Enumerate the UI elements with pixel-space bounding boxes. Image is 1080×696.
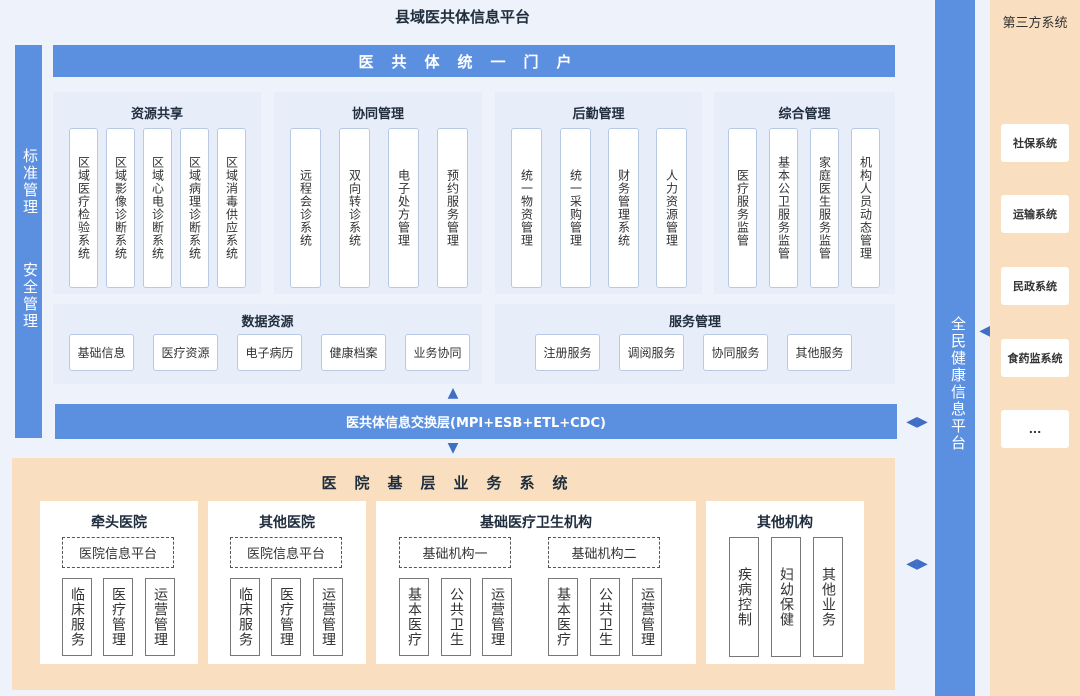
- third-party-card[interactable]: 社保系统: [1001, 124, 1069, 162]
- system-card[interactable]: 远程会诊系统: [290, 128, 321, 288]
- lead-hospital-title: 牵头医院: [91, 515, 147, 531]
- other-org-title: 其他机构: [757, 515, 813, 531]
- service-card[interactable]: 注册服务: [535, 334, 600, 371]
- third-party-card[interactable]: 民政系统: [1001, 267, 1069, 305]
- business-card[interactable]: 运营管理: [145, 578, 175, 656]
- business-card[interactable]: 公共卫生: [441, 578, 471, 656]
- third-party-title: 第三方系统: [1002, 16, 1068, 31]
- business-card[interactable]: 临床服务: [62, 578, 92, 656]
- other-hospital-title: 其他医院: [259, 515, 315, 531]
- service-card[interactable]: 调阅服务: [619, 334, 684, 371]
- system-card[interactable]: 统一物资管理: [511, 128, 542, 288]
- system-card[interactable]: 人力资源管理: [656, 128, 687, 288]
- exchange-layer-bar: 医共体信息交换层(MPI+ESB+ETL+CDC): [55, 404, 897, 439]
- business-card[interactable]: 公共卫生: [590, 578, 620, 656]
- business-card[interactable]: 疾病控制: [729, 537, 759, 657]
- service-card[interactable]: 其他服务: [787, 334, 852, 371]
- system-card[interactable]: 电子处方管理: [388, 128, 419, 288]
- security-management-label: 安全管理: [21, 262, 39, 330]
- national-health-platform-bar: [935, 0, 975, 696]
- logistics-management-title: 后勤管理: [572, 107, 625, 122]
- business-card[interactable]: 医疗管理: [103, 578, 133, 656]
- system-card[interactable]: 预约服务管理: [437, 128, 468, 288]
- system-card[interactable]: 区域心电诊断系统: [143, 128, 172, 288]
- business-card[interactable]: 临床服务: [230, 578, 260, 656]
- hospital-layer-title: 医院基层业务系统: [321, 474, 586, 492]
- third-party-card[interactable]: 食药监系统: [1001, 339, 1069, 377]
- business-card[interactable]: 其他业务: [813, 537, 843, 657]
- business-card[interactable]: 运营管理: [482, 578, 512, 656]
- service-card[interactable]: 协同服务: [703, 334, 768, 371]
- system-card[interactable]: 区域医疗检验系统: [69, 128, 98, 288]
- data-card[interactable]: 基础信息: [69, 334, 134, 371]
- left-side-bar: [15, 45, 42, 438]
- business-card[interactable]: 基本医疗: [399, 578, 429, 656]
- third-party-card[interactable]: 运输系统: [1001, 195, 1069, 233]
- national-health-platform-label: 全民健康信息平台: [949, 316, 967, 452]
- system-card[interactable]: 基本公卫服务监管: [769, 128, 798, 288]
- bidirectional-arrow-icon: ◀▶: [906, 556, 928, 572]
- platform-title: 县域医共体信息平台: [394, 8, 530, 26]
- business-card[interactable]: 运营管理: [313, 578, 343, 656]
- data-resource-title: 数据资源: [241, 315, 294, 330]
- hospital-info-platform[interactable]: 医院信息平台: [230, 537, 342, 568]
- business-card[interactable]: 基本医疗: [548, 578, 578, 656]
- system-card[interactable]: 财务管理系统: [608, 128, 639, 288]
- up-arrow-icon: ▲: [447, 385, 459, 401]
- resource-share-title: 资源共享: [130, 107, 183, 122]
- system-card[interactable]: 区域病理诊断系统: [180, 128, 209, 288]
- data-card[interactable]: 电子病历: [237, 334, 302, 371]
- data-card[interactable]: 医疗资源: [153, 334, 218, 371]
- business-card[interactable]: 运营管理: [632, 578, 662, 656]
- system-card[interactable]: 家庭医生服务监管: [810, 128, 839, 288]
- basic-medical-title: 基础医疗卫生机构: [480, 515, 592, 531]
- data-card[interactable]: 业务协同: [405, 334, 470, 371]
- hospital-info-platform[interactable]: 医院信息平台: [62, 537, 174, 568]
- down-arrow-icon: ▼: [447, 440, 459, 456]
- bidirectional-arrow-icon: ◀▶: [906, 414, 928, 430]
- standard-management-label: 标准管理: [21, 148, 39, 216]
- system-card[interactable]: 统一采购管理: [560, 128, 591, 288]
- portal-bar: 医共体统一门户: [53, 45, 895, 77]
- collab-management-title: 协同管理: [351, 107, 404, 122]
- basic-org-two[interactable]: 基础机构二: [548, 537, 660, 568]
- business-card[interactable]: 妇幼保健: [771, 537, 801, 657]
- system-card[interactable]: 区域影像诊断系统: [106, 128, 135, 288]
- basic-org-one[interactable]: 基础机构一: [399, 537, 511, 568]
- general-management-title: 综合管理: [778, 107, 831, 122]
- system-card[interactable]: 医疗服务监管: [728, 128, 757, 288]
- service-management-title: 服务管理: [668, 315, 721, 330]
- third-party-card[interactable]: ...: [1001, 410, 1069, 448]
- data-card[interactable]: 健康档案: [321, 334, 386, 371]
- system-card[interactable]: 双向转诊系统: [339, 128, 370, 288]
- system-card[interactable]: 区域消毒供应系统: [217, 128, 246, 288]
- system-card[interactable]: 机构人员动态管理: [851, 128, 880, 288]
- business-card[interactable]: 医疗管理: [271, 578, 301, 656]
